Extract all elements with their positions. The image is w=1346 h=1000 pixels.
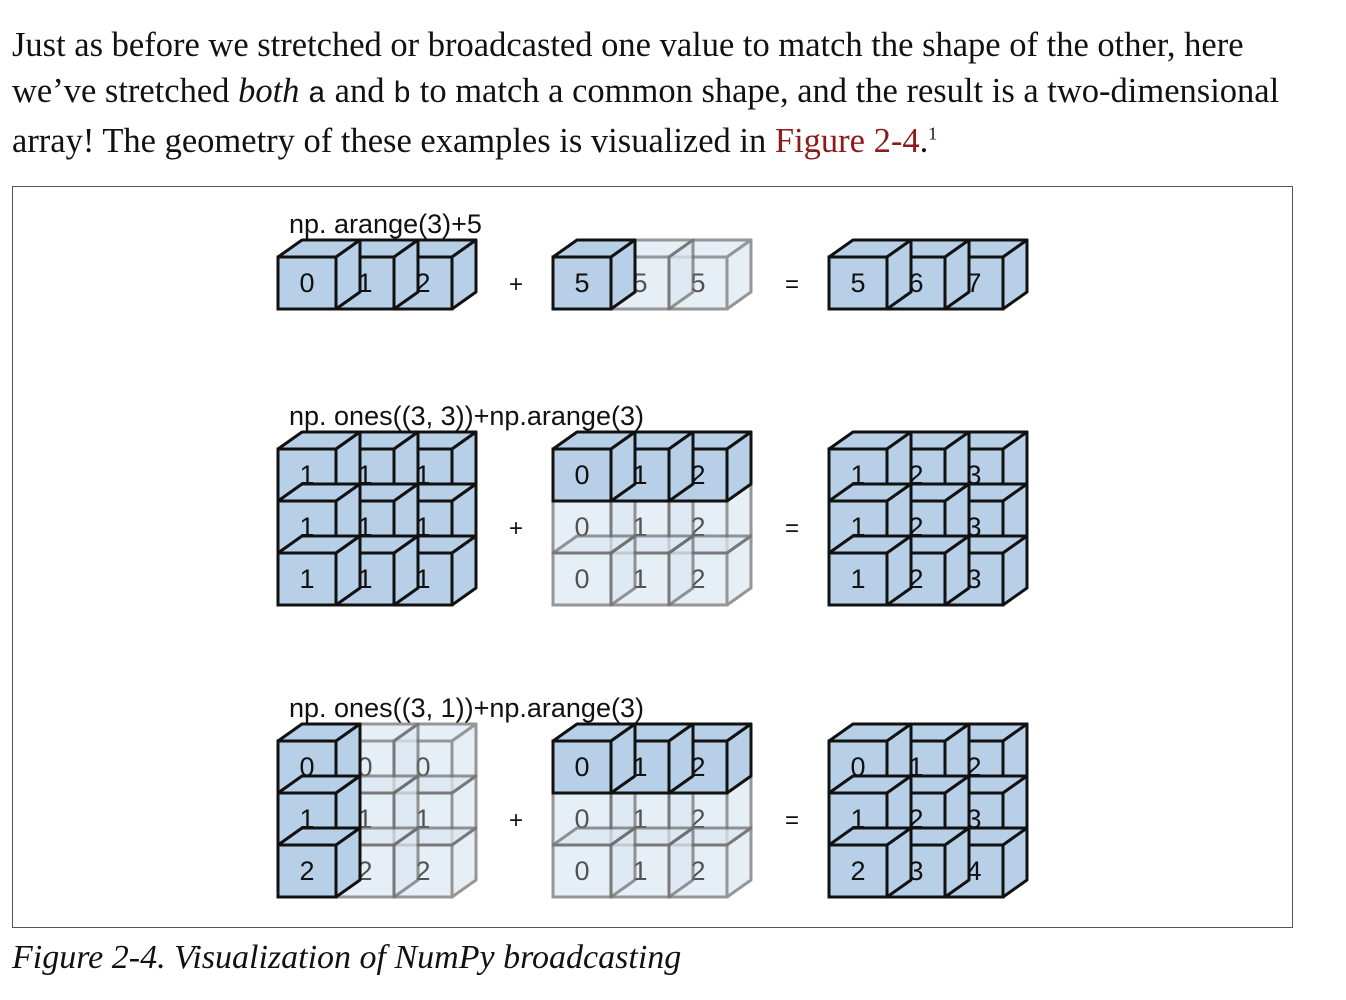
figure-crossref-link[interactable]: Figure 2-4	[774, 122, 920, 160]
body-paragraph: Just as before we stretched or broadcast…	[12, 22, 1332, 164]
cube-front-face	[827, 551, 889, 607]
operand-b-cell-value: 5	[574, 268, 589, 298]
inline-code: b	[393, 78, 412, 112]
result-cell-value: 1	[850, 564, 865, 594]
paragraph-text: and	[326, 72, 394, 110]
result-cell-value: 2	[850, 856, 865, 886]
operand-b-cell-value: 0	[574, 564, 589, 594]
operand-a-cell: 1	[276, 534, 362, 607]
operand-b-cell-value: 0	[574, 752, 589, 782]
expression-label: np. arange(3)+5	[289, 209, 482, 239]
operand-a-cell: 0	[276, 238, 362, 311]
paragraph-text: .	[919, 122, 929, 160]
operand-b-cell: 0	[551, 430, 637, 503]
plus-sign: +	[509, 515, 523, 542]
operand-a-cell-value: 1	[299, 564, 314, 594]
paragraph-text: to match a common shape, and the result …	[12, 72, 1280, 160]
result-cell: 1	[827, 534, 913, 607]
result-cell: 2	[827, 826, 913, 899]
operand-b-cell: 0	[551, 534, 637, 607]
operand-a-cell-value: 0	[299, 268, 314, 298]
footnote-marker[interactable]: 1	[928, 123, 938, 144]
cube-front-face	[827, 843, 889, 899]
result-cell-value: 5	[850, 268, 865, 298]
emphasis-text: both	[238, 72, 300, 110]
operand-b-cell: 5	[551, 238, 637, 311]
paragraph-text: Just as before we stretched or broadcast…	[12, 26, 1244, 110]
equals-sign: =	[785, 515, 799, 542]
cube-front-face	[551, 255, 613, 311]
operand-b-cell: 2	[667, 534, 753, 607]
operand-b-cell: 0	[551, 722, 637, 795]
operand-a-cell-value: 2	[299, 856, 314, 886]
operand-b-cell: 0	[551, 826, 637, 899]
cube-front-face	[276, 551, 338, 607]
cube-front-face	[551, 843, 613, 899]
operand-b-array: 555	[551, 238, 753, 311]
figure-caption: Figure 2-4. Visualization of NumPy broad…	[12, 939, 682, 976]
cube-front-face	[827, 255, 889, 311]
expression-label: np. ones((3, 1))+np.arange(3)	[289, 693, 644, 723]
operand-a-array: 210	[276, 238, 478, 311]
result-array: 765	[827, 238, 1029, 311]
plus-sign: +	[509, 271, 523, 298]
equals-sign: =	[785, 807, 799, 834]
cube-front-face	[276, 255, 338, 311]
result-cell: 5	[827, 238, 913, 311]
operand-a-cell: 1	[334, 534, 420, 607]
paragraph-text	[299, 72, 308, 110]
operand-b-cell-value: 0	[574, 460, 589, 490]
expression-label: np. ones((3, 3))+np.arange(3)	[289, 401, 644, 431]
operand-a-cell: 2	[276, 826, 362, 899]
operand-b-cell-value: 0	[574, 856, 589, 886]
cube-front-face	[551, 447, 613, 503]
cube-front-face	[276, 843, 338, 899]
equals-sign: =	[785, 271, 799, 298]
inline-code: a	[308, 78, 327, 112]
cube-front-face	[551, 739, 613, 795]
plus-sign: +	[509, 807, 523, 834]
cube-front-face	[551, 551, 613, 607]
